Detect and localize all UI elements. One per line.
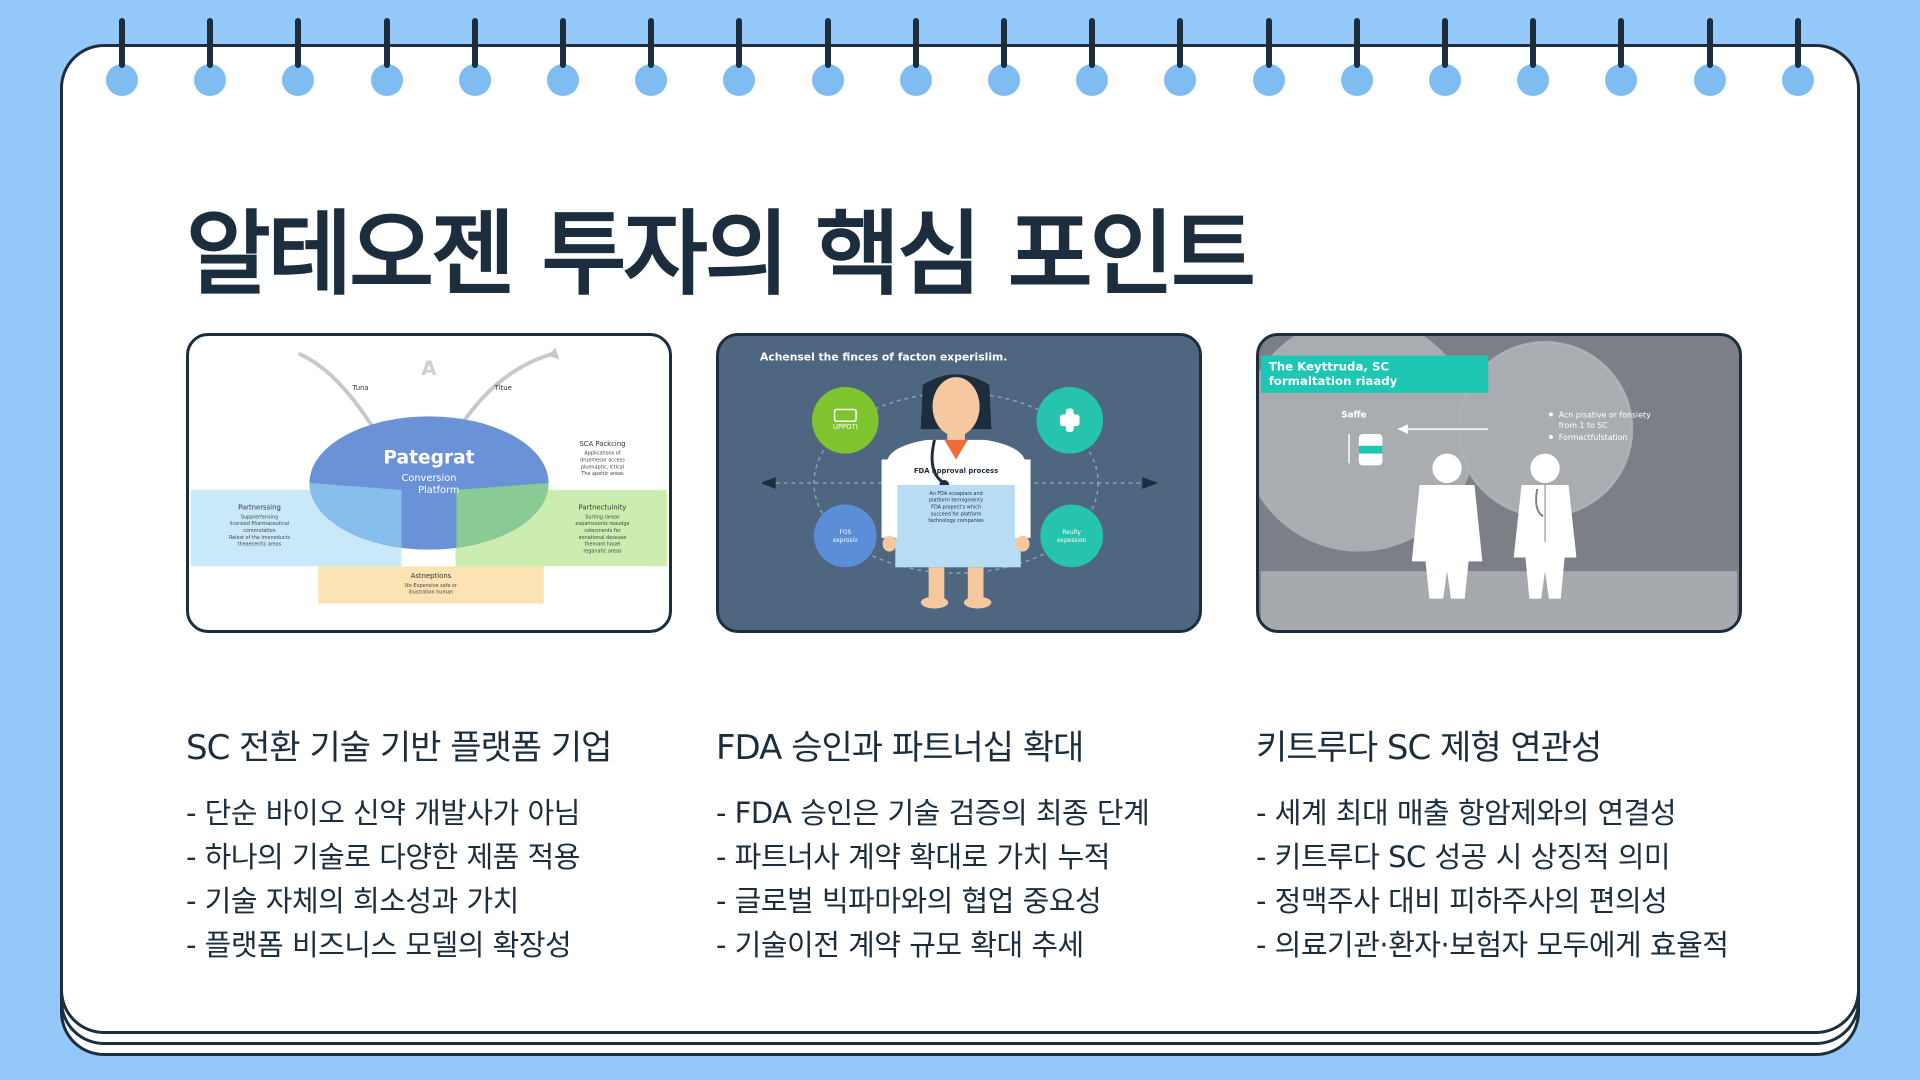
column-bullet-list: - FDA 승인은 기술 검증의 최종 단계 - 파트너사 계약 확대로 가치 … [716, 791, 1186, 967]
keytruda-bullet-1a: Acn pisative or fonsiety [1559, 410, 1651, 419]
illustration-caption-line: pluenaptic, ictical [581, 464, 624, 470]
doctor-badge-bottom-left-2: exprosiv [833, 538, 858, 544]
binding-ring [458, 18, 491, 96]
binding-ring [723, 18, 756, 96]
illustration-caption-line: druemesor access [580, 457, 625, 463]
page-title: 알테오젠 투자의 핵심 포인트 [186, 201, 1256, 308]
diagram-top-letter: A [421, 357, 437, 380]
binding-ring [899, 18, 932, 96]
binding-ring [1429, 18, 1461, 96]
keytruda-image: The Keyttruda, SC formaltation riaady Sa… [1256, 333, 1742, 633]
list-item: - 단순 바이오 신약 개발사가 아님 [186, 796, 580, 830]
illustration-caption-line: licensed Pharmaceutical [230, 521, 290, 527]
doctor-badge-bottom-left-1: FOS [839, 530, 851, 536]
fda-doctor-image: Achensel the finces of facton experislim… [716, 333, 1202, 633]
column-heading: FDA 승인과 파트너십 확대 [716, 728, 1084, 768]
list-item: - 하나의 기술로 다양한 제품 적용 [186, 840, 580, 874]
column-bullet-list: - 세계 최대 매출 항암제와의 연결성 - 키트루다 SC 성공 시 상징적 … [1256, 791, 1746, 967]
illustration-caption-line: technology companies [928, 518, 984, 524]
list-item: - 파트너사 계약 확대로 가치 누적 [716, 840, 1110, 874]
illustration-caption-line: themant hauel [584, 542, 620, 548]
binding-ring [547, 18, 579, 96]
list-item: - 세계 최대 매출 항암제와의 연결성 [1256, 796, 1677, 830]
illustration-caption-line: commutation [243, 528, 276, 534]
binding-ring [988, 18, 1020, 96]
illustration-caption-line: No-Expensive safe or [405, 583, 458, 589]
binding-ring [1252, 18, 1285, 96]
illustration-caption-line: eonational desease [579, 535, 627, 541]
keytruda-bullet-2: Formactfulstation [1559, 433, 1628, 442]
column-platform: SC 전환 기술 기반 플랫폼 기업 - 단순 바이오 신약 개발사가 아님 -… [186, 720, 656, 967]
illustration-caption-line: Applications of [584, 451, 620, 457]
illustration-caption-line: FDA propect's which [931, 504, 981, 510]
diagram-right-arrow-label: Titue [494, 384, 512, 392]
list-item: - 정맥주사 대비 피하주사의 편의성 [1256, 884, 1668, 918]
illustration-caption-line: succeed for platform [931, 511, 982, 517]
diagram-center-subtitle-2: Platform [418, 485, 459, 496]
illustration-caption-line: The apeitic areas [580, 471, 624, 477]
binding-ring [370, 18, 403, 96]
binding-ring [1605, 18, 1638, 96]
diagram-center-title: Pategrat [383, 447, 474, 468]
doctor-badge-top-left: UPPOTI [833, 423, 858, 431]
column-heading: 키트루다 SC 제형 연관성 [1256, 728, 1602, 768]
keytruda-banner-line-2: formaltation riaady [1269, 374, 1398, 388]
column-keytruda: 키트루다 SC 제형 연관성 - 세계 최대 매출 항암제와의 연결성 - 키트… [1256, 720, 1746, 967]
diagram-left-box-title: Partnerssing [238, 503, 281, 511]
list-item: - 키트루다 SC 성공 시 상징적 의미 [1256, 840, 1671, 874]
illustration-caption-line: platform termigmenty [929, 498, 983, 504]
diagram-bottom-title: Astneptions [411, 572, 452, 580]
binding-ring [1164, 18, 1197, 96]
binding-ring [1517, 18, 1550, 96]
column-bullet-list: - 단순 바이오 신약 개발사가 아님 - 하나의 기술로 다양한 제품 적용 … [186, 791, 656, 967]
column-fda: FDA 승인과 파트너십 확대 - FDA 승인은 기술 검증의 최종 단계 -… [716, 720, 1186, 967]
binding-ring [1693, 18, 1726, 96]
binding-ring [194, 18, 227, 96]
diagram-right-box-title: Partnectuinity [579, 503, 627, 511]
illustration-caption-line: reganatic areas [583, 549, 622, 555]
binding-ring [1076, 18, 1109, 96]
illustration-caption-line: theaecentic areas [238, 542, 282, 548]
illustration-caption-line: colecments for [584, 528, 621, 534]
diagram-center-subtitle-1: Conversion [402, 473, 457, 484]
list-item: - 플랫폼 비즈니스 모델의 확장성 [186, 928, 572, 962]
doctor-badge-bottom-right-1: Reulty [1062, 530, 1081, 536]
keytruda-banner-line-1: The Keyttruda, SC [1269, 359, 1389, 373]
diagram-right-top-title: SCA Packcing [579, 440, 625, 448]
binding-ring [106, 18, 138, 96]
list-item: - 기술 자체의 희소성과 가치 [186, 884, 519, 918]
list-item: - 의료기관·환자·보험자 모두에게 효율적 [1256, 928, 1729, 962]
binding-ring [282, 18, 315, 96]
illustration-caption-line: An FDA scoapiars and [929, 491, 982, 497]
keytruda-left-label: Saffe [1341, 410, 1366, 420]
binding-ring [635, 18, 668, 96]
column-heading: SC 전환 기술 기반 플랫폼 기업 [186, 728, 612, 768]
illustration-caption-line: Supprerfensing [241, 514, 278, 520]
keytruda-bullet-1b: from 1 to SC [1559, 421, 1608, 430]
binding-ring [811, 18, 844, 96]
doctor-badge-bottom-right-2: expession [1057, 538, 1087, 544]
list-item: - 기술이전 계약 규모 확대 추세 [716, 928, 1084, 962]
illustration-caption-line: illustration human [409, 590, 454, 596]
illustration-caption-line: Surting /areas [585, 514, 620, 520]
doctor-coat-title: FDA approval process [914, 467, 998, 475]
list-item: - FDA 승인은 기술 검증의 최종 단계 [716, 796, 1150, 830]
binding-ring [1340, 18, 1373, 96]
list-item: - 글로벌 빅파마와의 협업 중요성 [716, 884, 1102, 918]
illustration-caption-line: Relest of the imeneducts [229, 535, 290, 541]
illustration-caption-line: expamsuonis reaudge [575, 521, 629, 527]
diagram-left-arrow-label: Tuna [352, 384, 369, 392]
doctor-image-header: Achensel the finces of facton experislim… [760, 351, 1007, 364]
platform-diagram-image: A Tuna Titue Pategrat Conversion Platfor… [186, 333, 672, 633]
binding-ring [1781, 18, 1814, 96]
